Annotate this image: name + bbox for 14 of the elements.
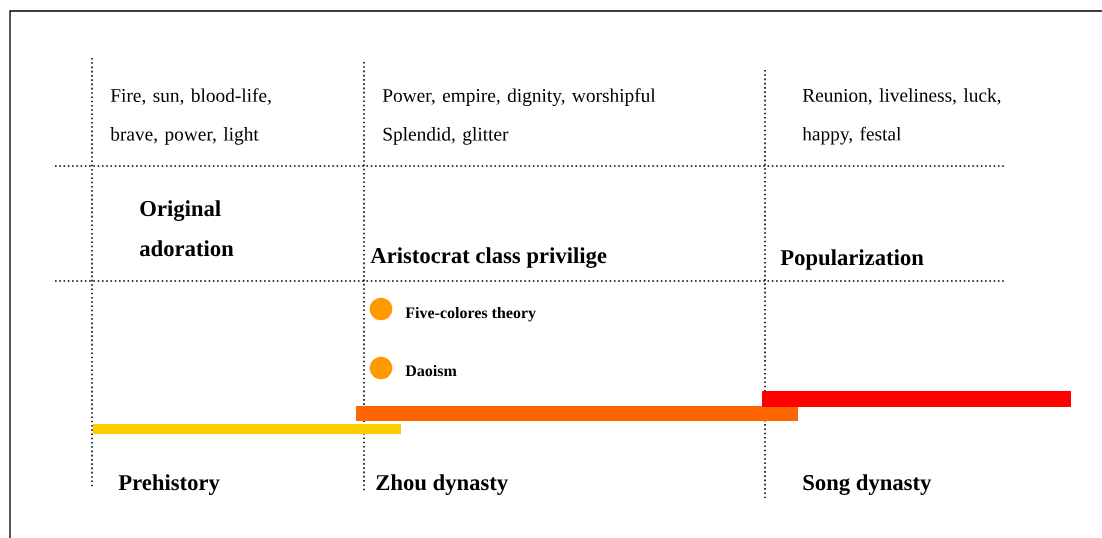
timeline-bar	[93, 424, 401, 434]
timeline-bar	[356, 406, 798, 421]
period-label: Zhou dynasty	[376, 474, 508, 495]
stage-heading: Popularization	[780, 249, 924, 270]
timeline-bar	[762, 391, 1071, 407]
keyword-text: Fire, sun, blood-life, brave, power, light	[110, 88, 271, 145]
stage-heading: Original adoration	[140, 200, 234, 257]
period-label: Song dynasty	[803, 474, 932, 495]
bullet-text: Daoism	[405, 364, 457, 377]
keyword-text: Power, empire, dignity, worshipful Splendid, glitter	[382, 88, 656, 145]
period-label: Prehistory	[118, 474, 220, 495]
bullet-text: Five-colores theory	[405, 306, 536, 322]
keyword-text: Reunion, liveliness, luck, happy, festal	[802, 88, 1001, 145]
stage-heading: Aristocrat class privilige	[370, 247, 607, 268]
